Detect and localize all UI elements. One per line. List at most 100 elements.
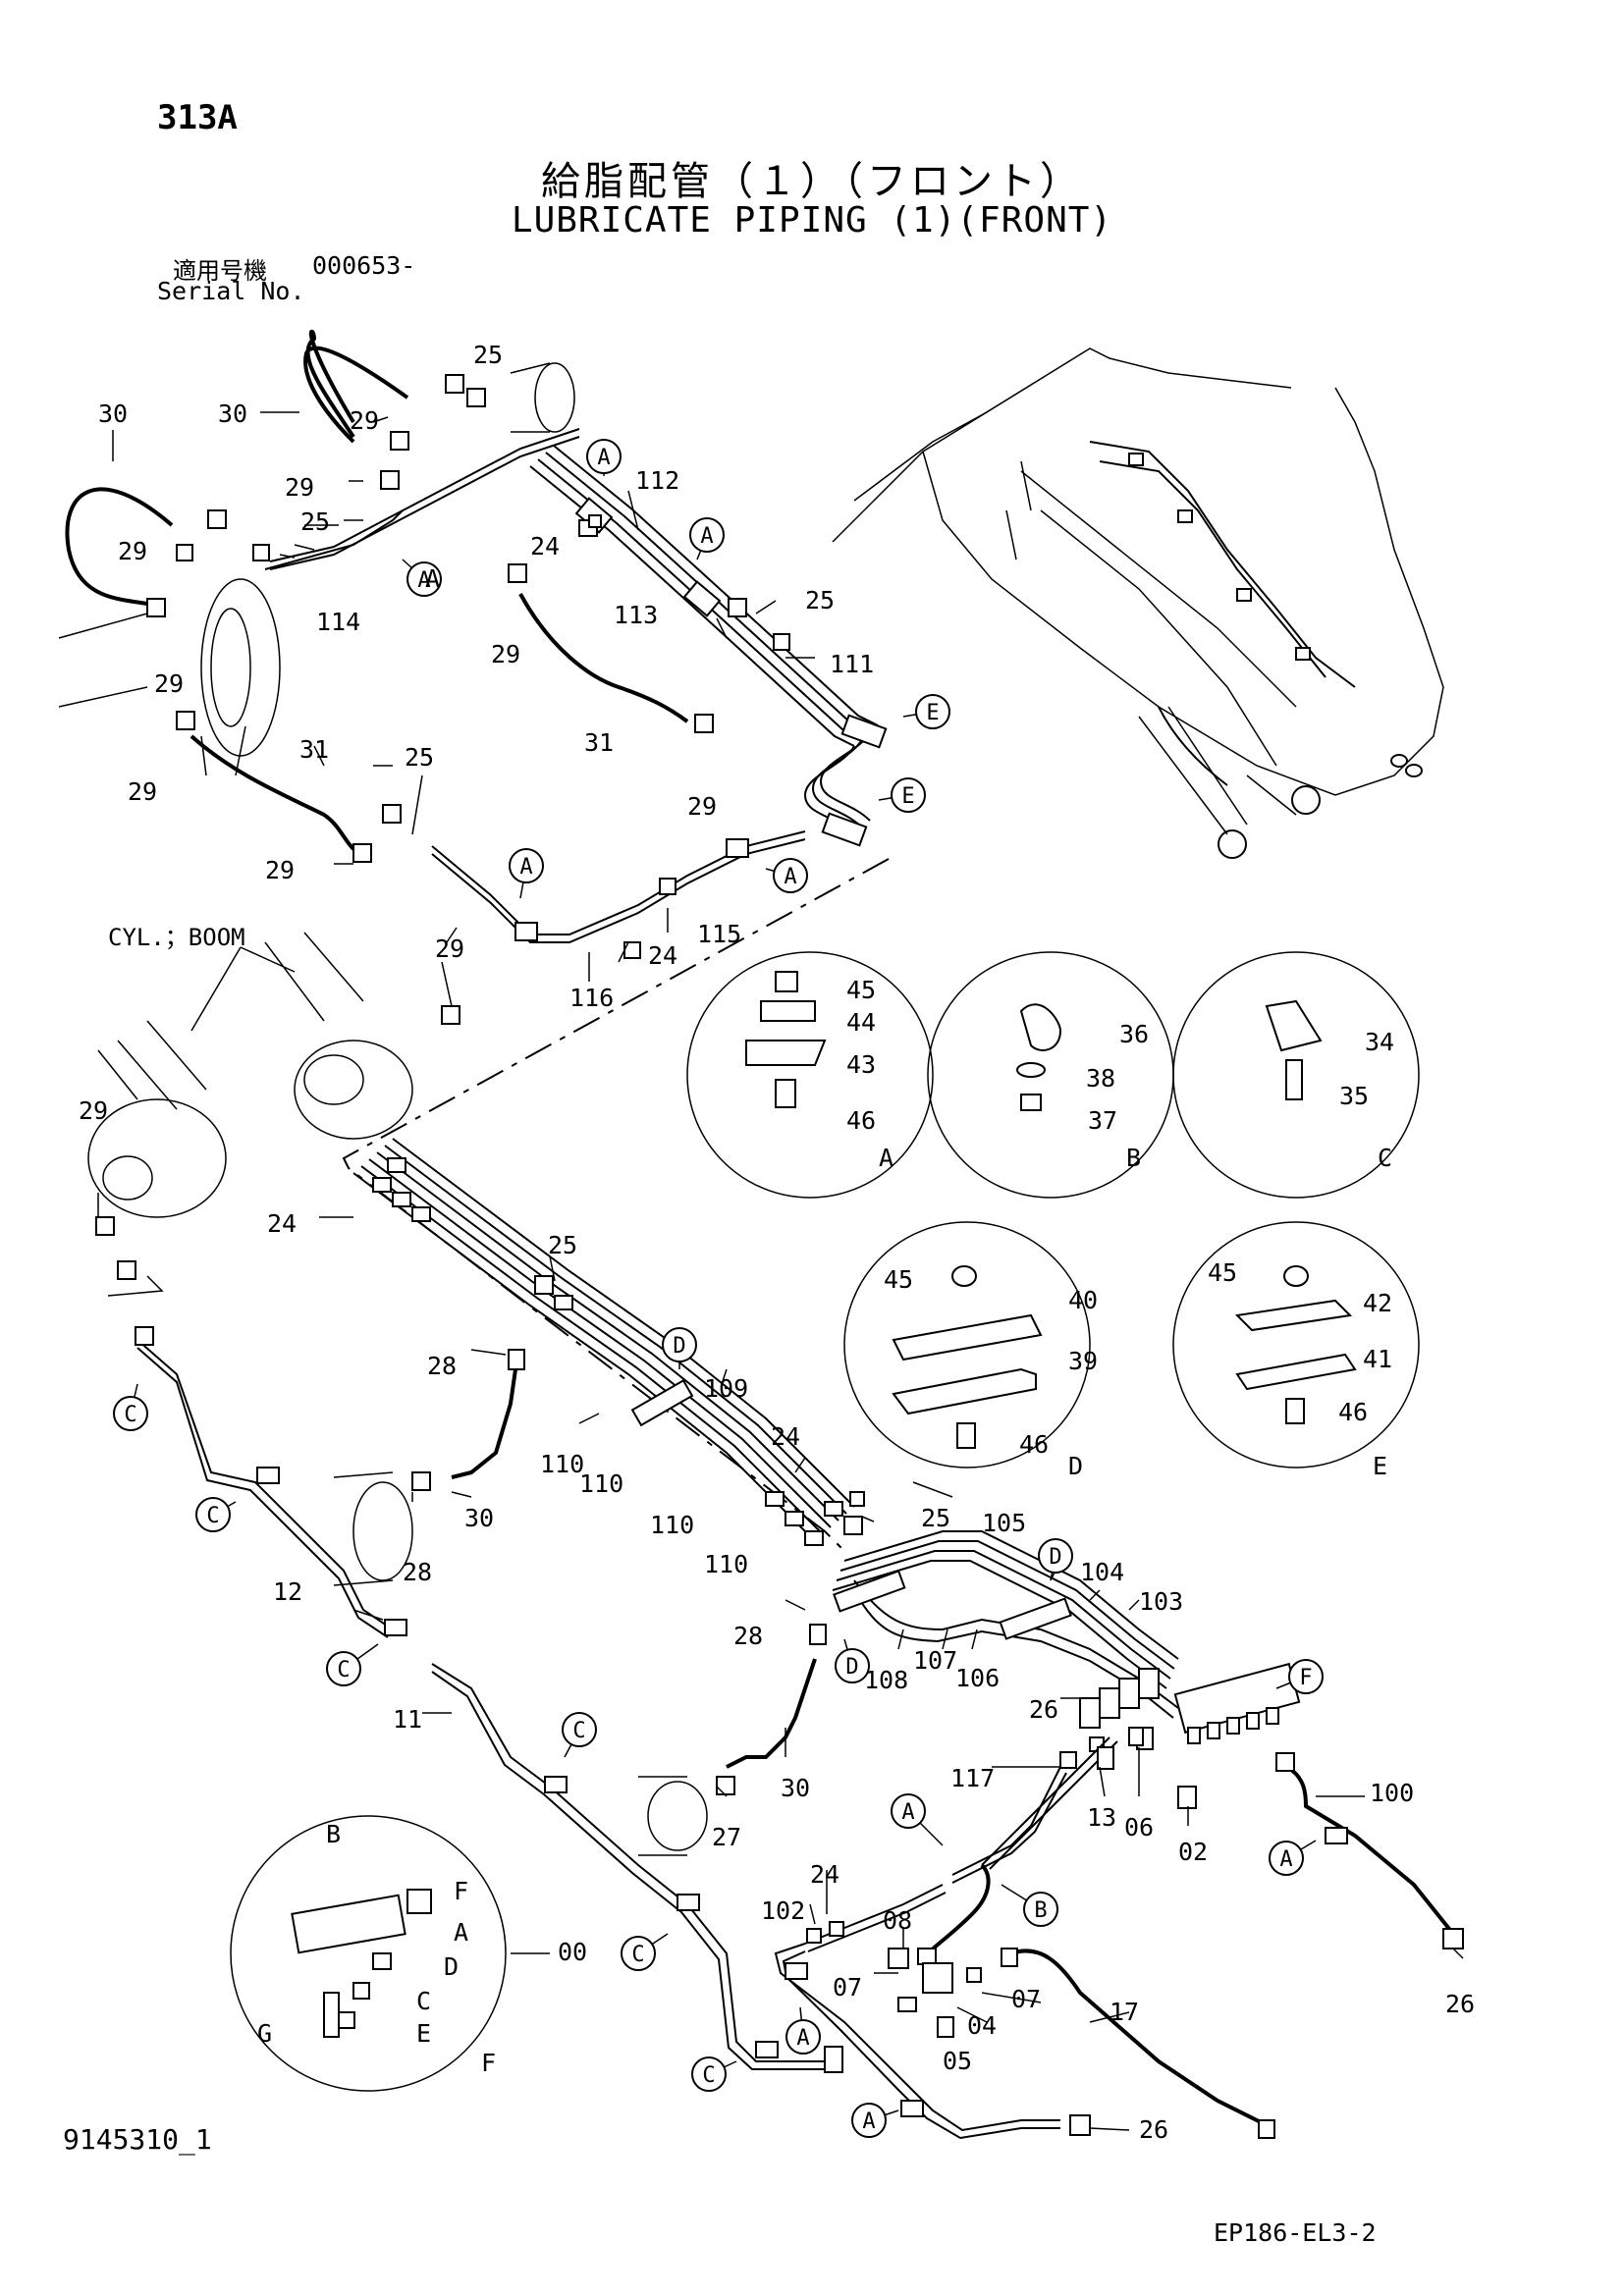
- main-pipe-bundle: [333, 1138, 1301, 1856]
- callout-c13-c: C: [691, 2056, 737, 2092]
- serial-label-jp: 適用号機: [173, 257, 267, 285]
- detail-e-part-46: 46: [1338, 1398, 1368, 1426]
- detail-d-part-40: 40: [1068, 1286, 1098, 1314]
- part-label-A: A: [425, 564, 440, 593]
- detail-c-part-35: 35: [1339, 1082, 1369, 1110]
- detail-f-caption: F: [481, 2049, 496, 2077]
- part-label-110: 110: [650, 1511, 694, 1539]
- boundary-dashed-line: [342, 858, 890, 1552]
- part-label-29: 29: [154, 669, 184, 698]
- callout-c22-a: A: [851, 2103, 899, 2138]
- part-label-30: 30: [218, 400, 247, 428]
- callout-c18-a: A: [891, 1793, 944, 1846]
- part-label-05: 05: [943, 2047, 972, 2075]
- part-label-112: 112: [635, 466, 679, 495]
- detail-f-letter-b: B: [326, 1820, 341, 1848]
- detail-f: [230, 1815, 507, 2092]
- callout-letter: E: [901, 784, 914, 809]
- part-label-28: 28: [427, 1352, 457, 1380]
- detail-c-caption: C: [1378, 1144, 1392, 1172]
- detail-f-letter-f: F: [454, 1877, 468, 1905]
- boom-overview-sketch: [832, 347, 1444, 859]
- callout-letter: A: [700, 524, 713, 549]
- part-label-29: 29: [687, 792, 717, 821]
- callout-letter: A: [417, 568, 430, 593]
- callout-letter: A: [597, 446, 610, 470]
- boom-head-piping: [58, 329, 888, 1236]
- part-label-111: 111: [830, 650, 874, 678]
- sheet-reference: EP186-EL3-2: [1214, 2218, 1377, 2247]
- part-label-29: 29: [79, 1096, 108, 1125]
- detail-d: [843, 1221, 1091, 1468]
- part-label-29: 29: [350, 406, 379, 435]
- detail-b-part-37: 37: [1088, 1106, 1117, 1135]
- part-label-24: 24: [648, 941, 677, 970]
- callout-c4-e: E: [902, 694, 950, 729]
- callout-letter: A: [519, 855, 532, 880]
- part-label-107: 107: [913, 1646, 957, 1675]
- serial-label-en: Serial No.: [157, 277, 305, 305]
- part-label-11: 11: [393, 1705, 422, 1734]
- part-label-102: 102: [761, 1896, 805, 1925]
- detail-a-part-45: 45: [846, 976, 876, 1004]
- callout-letter: A: [796, 2026, 809, 2051]
- part-label-25: 25: [473, 341, 503, 369]
- callout-c10-c: C: [326, 1643, 379, 1686]
- callout-c16-d: D: [835, 1638, 870, 1683]
- part-label-08: 08: [883, 1906, 912, 1935]
- part-label-110: 110: [704, 1550, 748, 1578]
- callout-letter: A: [1279, 1847, 1292, 1872]
- callout-c1-a: A: [402, 559, 442, 597]
- part-label-28: 28: [403, 1558, 432, 1586]
- part-label-06: 06: [1124, 1813, 1154, 1842]
- detail-b: [927, 951, 1174, 1199]
- callout-c20-a: A: [1269, 1840, 1317, 1876]
- callout-letter: C: [206, 1504, 219, 1528]
- part-label-24: 24: [810, 1860, 839, 1889]
- callout-letter: C: [702, 2063, 715, 2088]
- detail-a-caption: A: [879, 1144, 893, 1172]
- callout-letter: F: [1299, 1666, 1312, 1690]
- part-label-25: 25: [805, 586, 835, 614]
- detail-a-part-43: 43: [846, 1050, 876, 1079]
- callout-letter: C: [572, 1719, 585, 1743]
- part-label-31: 31: [299, 735, 329, 764]
- part-label-30: 30: [98, 400, 128, 428]
- callout-c3-a: A: [689, 517, 725, 561]
- detail-f-letter-a: A: [454, 1918, 468, 1947]
- long-pipes-12-11: [107, 1260, 843, 2073]
- part-label-25: 25: [405, 743, 434, 772]
- callout-c9-c: C: [195, 1497, 237, 1532]
- part-label-110: 110: [579, 1469, 623, 1498]
- callout-c8-c: C: [113, 1383, 148, 1431]
- callout-c14-d: D: [662, 1327, 697, 1369]
- part-label-30: 30: [781, 1774, 810, 1802]
- part-label-100: 100: [1370, 1779, 1414, 1807]
- page-title-en: LUBRICATE PIPING (1)(FRONT): [511, 200, 1113, 240]
- part-label-103: 103: [1139, 1587, 1183, 1616]
- page-code: 313A: [157, 98, 238, 137]
- callout-letter: C: [337, 1658, 350, 1682]
- detail-e: [1172, 1221, 1420, 1468]
- part-label-04: 04: [967, 2011, 997, 2040]
- detail-f-letter-g: G: [257, 2019, 272, 2048]
- part-label-110: 110: [540, 1450, 584, 1478]
- callout-c2-a: A: [586, 439, 622, 476]
- callout-letter: A: [784, 865, 796, 889]
- part-label-29: 29: [128, 777, 157, 806]
- detail-f-letter-c: C: [416, 1987, 431, 2015]
- lower-piping: [774, 1727, 1464, 2140]
- callout-letter: D: [673, 1334, 685, 1359]
- part-label-104: 104: [1080, 1558, 1124, 1586]
- part-label-29: 29: [435, 934, 464, 963]
- part-label-26: 26: [1029, 1695, 1058, 1724]
- part-label-106: 106: [955, 1664, 1000, 1692]
- part-label-12: 12: [273, 1577, 302, 1606]
- callout-c7-a: A: [509, 848, 544, 899]
- detail-d-part-39: 39: [1068, 1347, 1098, 1375]
- detail-f-letter-d: D: [444, 1952, 459, 1981]
- document-id: 9145310_1: [63, 2123, 212, 2156]
